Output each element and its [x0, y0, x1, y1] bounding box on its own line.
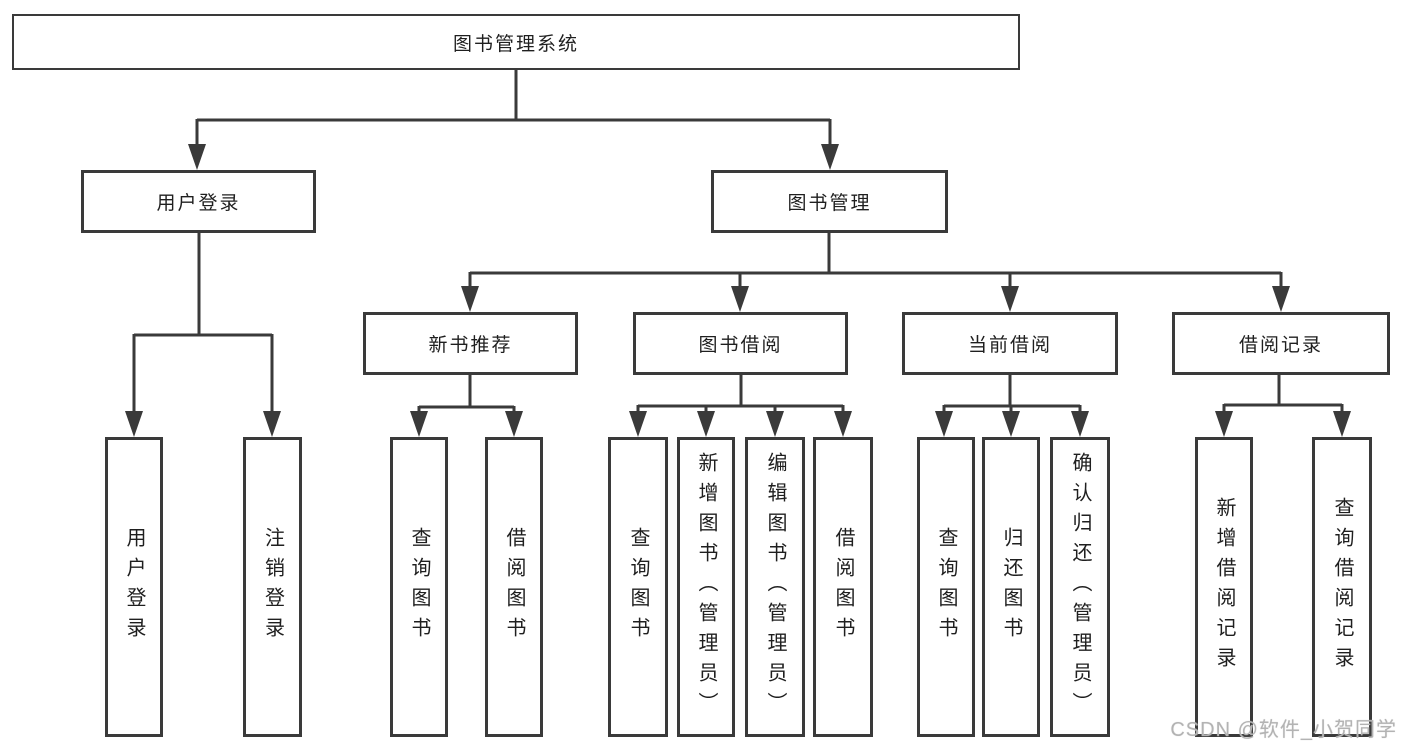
leaf-user-login-label: 用户登录 — [123, 527, 145, 647]
leaf-confirm-return-admin-label: 确认归还（管理员） — [1069, 452, 1091, 722]
leaf-query-books-current: 查询图书 — [917, 437, 975, 737]
leaf-borrow-books-label: 借阅图书 — [832, 527, 854, 647]
leaf-logout-label: 注销登录 — [261, 527, 284, 647]
leaf-logout: 注销登录 — [243, 437, 302, 737]
leaf-return-books: 归还图书 — [982, 437, 1040, 737]
node-borrowing-records: 借阅记录 — [1172, 312, 1390, 375]
watermark: CSDN @软件_小贺同学 — [1170, 719, 1397, 741]
leaf-query-books-borrow-label: 查询图书 — [627, 527, 649, 647]
leaf-edit-book-admin: 编辑图书（管理员） — [745, 437, 805, 737]
node-current-borrowing: 当前借阅 — [902, 312, 1118, 375]
leaf-add-book-admin: 新增图书（管理员） — [677, 437, 735, 737]
node-user-login-branch: 用户登录 — [81, 170, 316, 233]
leaf-query-books-current-label: 查询图书 — [935, 527, 957, 647]
leaf-return-books-label: 归还图书 — [1000, 527, 1022, 647]
node-new-book-recommend: 新书推荐 — [363, 312, 578, 375]
leaf-add-borrow-record: 新增借阅记录 — [1195, 437, 1253, 737]
leaf-borrow-books-recommend-label: 借阅图书 — [503, 527, 525, 647]
leaf-query-borrow-record: 查询借阅记录 — [1312, 437, 1372, 737]
leaf-query-books-borrow: 查询图书 — [608, 437, 668, 737]
leaf-borrow-books: 借阅图书 — [813, 437, 873, 737]
leaf-query-books-recommend: 查询图书 — [390, 437, 448, 737]
node-library-system: 图书管理系统 — [12, 14, 1020, 70]
leaf-edit-book-admin-label: 编辑图书（管理员） — [764, 452, 786, 722]
leaf-query-books-recommend-label: 查询图书 — [408, 527, 430, 647]
leaf-user-login: 用户登录 — [105, 437, 163, 737]
leaf-add-borrow-record-label: 新增借阅记录 — [1213, 497, 1235, 677]
node-book-borrowing: 图书借阅 — [633, 312, 848, 375]
leaf-add-book-admin-label: 新增图书（管理员） — [695, 452, 717, 722]
leaf-borrow-books-recommend: 借阅图书 — [485, 437, 543, 737]
node-book-management-branch: 图书管理 — [711, 170, 948, 233]
leaf-confirm-return-admin: 确认归还（管理员） — [1050, 437, 1110, 737]
leaf-query-borrow-record-label: 查询借阅记录 — [1331, 497, 1353, 677]
